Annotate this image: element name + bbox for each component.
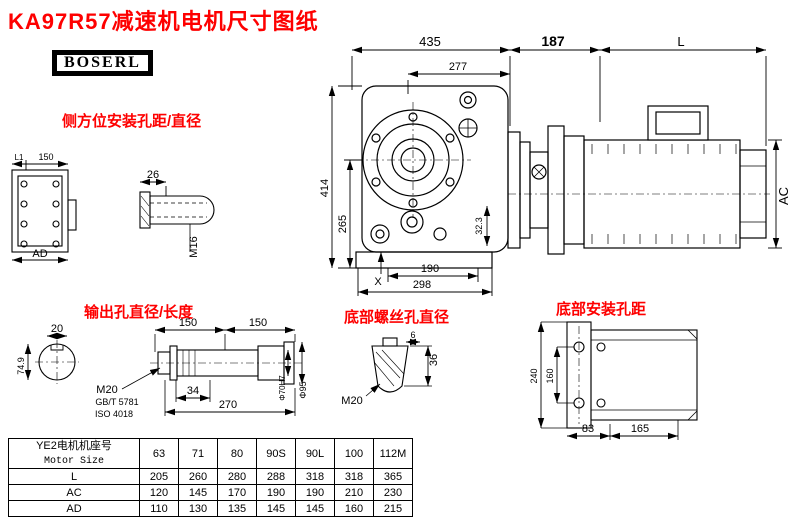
dim-M20-output: M20 <box>96 384 117 396</box>
row-label: AC <box>8 484 140 502</box>
dim-150-b: 150 <box>249 317 267 329</box>
size-col-5: 100 <box>334 437 374 470</box>
motor-side-view <box>507 105 770 255</box>
bottom-mount-view <box>537 321 698 440</box>
dim-phi70H7: Φ70H7 <box>278 375 287 401</box>
cell: 135 <box>217 500 257 518</box>
dim-165: 165 <box>631 423 649 435</box>
main-dimensions <box>328 46 782 296</box>
cell: 120 <box>139 484 179 502</box>
cell: 260 <box>178 468 218 486</box>
dim-M16: M16 <box>188 236 200 257</box>
cell: 145 <box>256 500 296 518</box>
dim-187: 187 <box>541 33 565 49</box>
dim-34: 34 <box>187 385 199 397</box>
cell: 130 <box>178 500 218 518</box>
dim-36: 36 <box>428 354 440 366</box>
cell: 288 <box>256 468 296 486</box>
std-gbt: GB/T 5781 <box>95 397 138 407</box>
size-col-0: 63 <box>139 437 179 470</box>
size-col-6: 112M <box>373 437 413 470</box>
dim-414: 414 <box>319 179 331 197</box>
cell: 170 <box>217 484 257 502</box>
size-col-4: 90L <box>295 437 335 470</box>
dim-240: 240 <box>529 368 539 383</box>
motor-size-table: YE2电机机座号 Motor Size 63 71 80 90S 90L 100… <box>8 437 413 518</box>
cell: 190 <box>295 484 335 502</box>
size-col-3: 90S <box>256 437 296 470</box>
header-cn: YE2电机机座号 <box>36 440 112 452</box>
cell: 365 <box>373 468 413 486</box>
dim-83: 83 <box>582 423 594 435</box>
table-row-AD: AD 110 130 135 145 145 160 215 <box>8 500 413 518</box>
dim-6: 6 <box>410 330 415 340</box>
cell: 280 <box>217 468 257 486</box>
dim-L: L <box>677 34 684 49</box>
cell: 318 <box>295 468 335 486</box>
dim-150-a: 150 <box>179 317 197 329</box>
cell: 190 <box>256 484 296 502</box>
bottom-screw-view <box>365 337 432 397</box>
dim-160: 160 <box>545 368 555 383</box>
dim-265: 265 <box>337 215 349 233</box>
cell: 318 <box>334 468 374 486</box>
table-header-cell: YE2电机机座号 Motor Size <box>8 437 140 470</box>
label-output-hole: 输出孔直径/长度 <box>84 304 194 321</box>
dim-435: 435 <box>419 34 441 49</box>
dim-M20-screw: M20 <box>341 395 362 407</box>
dim-AD: AD <box>32 248 47 260</box>
cell: 110 <box>139 500 179 518</box>
page-title: KA97R57减速机电机尺寸图纸 <box>8 9 319 34</box>
table-row-AC: AC 120 145 170 190 190 210 230 <box>8 484 413 502</box>
std-iso: ISO 4018 <box>95 409 133 419</box>
size-col-2: 80 <box>217 437 257 470</box>
cell: 160 <box>334 500 374 518</box>
dim-150-side: 150 <box>38 152 53 162</box>
dim-AC: AC <box>776 187 791 205</box>
label-side-mount: 侧方位安装孔距/直径 <box>62 113 202 130</box>
dim-20: 20 <box>51 323 63 335</box>
dim-26: 26 <box>147 169 159 181</box>
dim-phi95: Φ95 <box>298 381 308 398</box>
dim-270: 270 <box>219 399 237 411</box>
label-bottom-screw: 底部螺丝孔直径 <box>344 309 450 326</box>
cell: 145 <box>295 500 335 518</box>
cell: 210 <box>334 484 374 502</box>
row-label: AD <box>8 500 140 518</box>
dim-74-9: 74.9 <box>16 357 26 375</box>
size-col-1: 71 <box>178 437 218 470</box>
label-bottom-mount: 底部安装孔距 <box>556 301 647 318</box>
dim-298: 298 <box>413 279 431 291</box>
dim-L1: L1 <box>15 153 24 162</box>
side-mount-view <box>11 160 77 264</box>
dim-190: 190 <box>421 263 439 275</box>
output-shaft-view <box>24 326 306 416</box>
gearbox-front-view <box>355 85 509 269</box>
header-en: Motor Size <box>43 456 104 468</box>
table-header-row: YE2电机机座号 Motor Size 63 71 80 90S 90L 100… <box>8 437 413 470</box>
cell: 230 <box>373 484 413 502</box>
dim-277: 277 <box>449 61 467 73</box>
cell: 205 <box>139 468 179 486</box>
dim-X: X <box>374 276 382 288</box>
row-label: L <box>8 468 140 486</box>
shaft-detail-view <box>139 178 215 252</box>
cell: 145 <box>178 484 218 502</box>
dim-32-3: 32.3 <box>474 217 484 235</box>
brand-logo: BOSERL <box>52 50 153 76</box>
cell: 215 <box>373 500 413 518</box>
table-row-L: L 205 260 280 288 318 318 365 <box>8 468 413 486</box>
